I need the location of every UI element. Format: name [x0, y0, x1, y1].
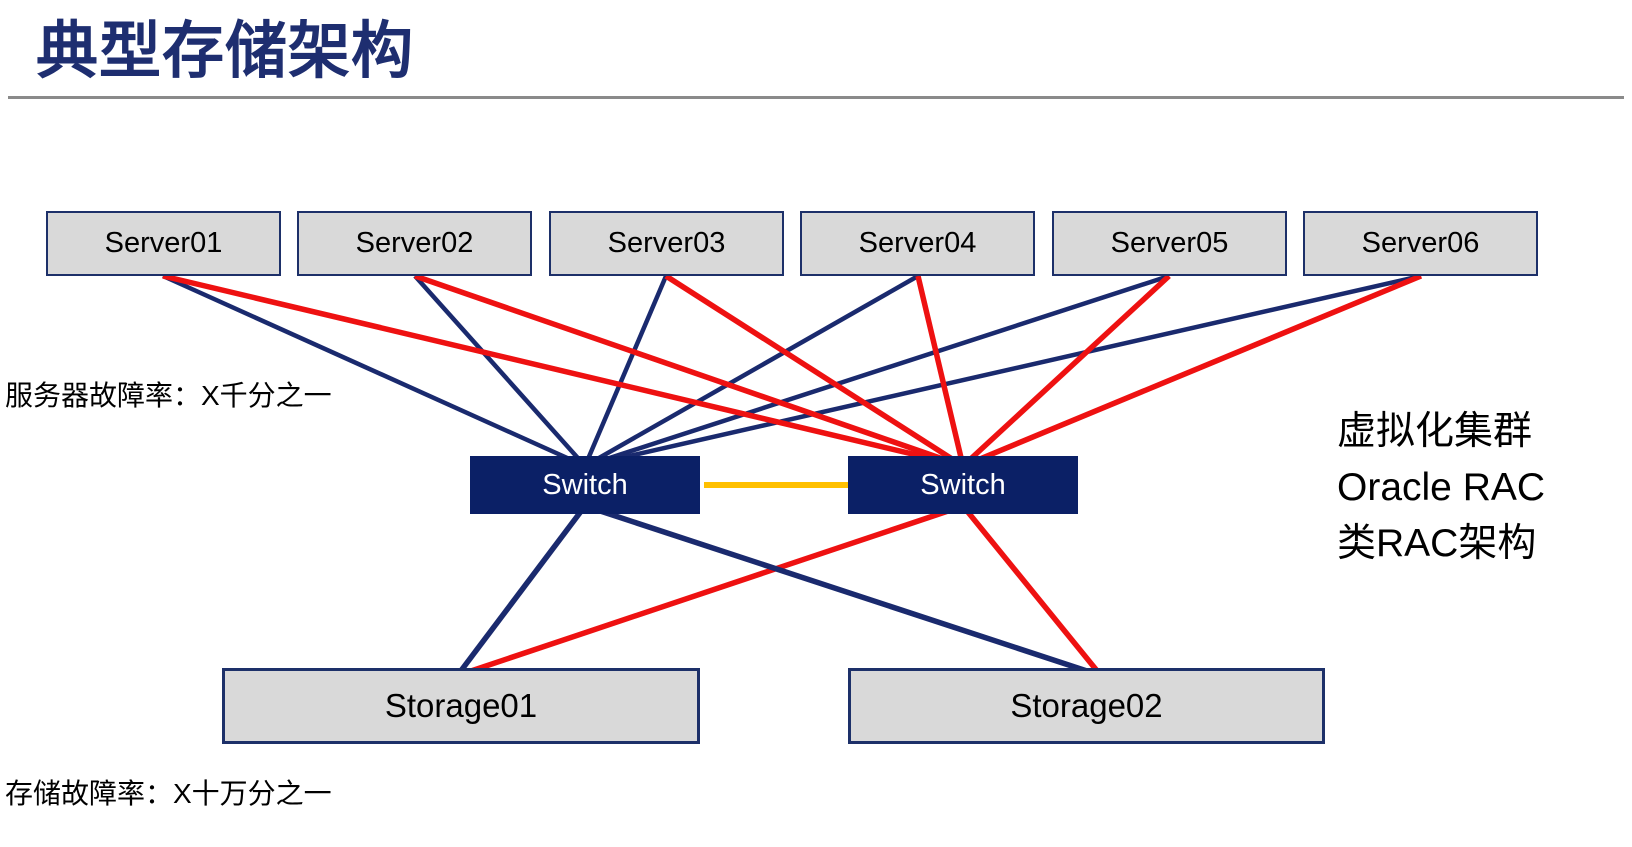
- link-switch-a-storage-0: [457, 504, 588, 674]
- server02-label: Server02: [355, 227, 474, 259]
- storage02-label: Storage02: [1010, 687, 1163, 724]
- link-server-3-switch-b: [915, 275, 966, 467]
- storage02-node: Storage02: [848, 668, 1325, 744]
- server02-node: Server02: [297, 211, 532, 276]
- slide-title: 典型存储架构: [36, 17, 415, 86]
- server03-node: Server03: [549, 211, 784, 276]
- link-server-3-switch-a: [583, 274, 920, 468]
- link-server-1-switch-b: [414, 273, 964, 469]
- link-switch-b-storage-0: [467, 503, 964, 675]
- server-failure-rate-label: 服务器故障率：X千分之一: [5, 380, 332, 411]
- server01-node: Server01: [46, 211, 281, 276]
- link-server-4-switch-b: [961, 273, 1171, 469]
- link-server-4-switch-a: [584, 273, 1170, 469]
- switch-a-node: Switch: [470, 456, 700, 514]
- switch-b-node: Switch: [848, 456, 1078, 514]
- link-server-0-switch-a: [162, 273, 586, 469]
- link-server-5-switch-b: [961, 273, 1423, 469]
- server05-node: Server05: [1052, 211, 1287, 276]
- link-server-0-switch-b: [162, 273, 964, 469]
- cluster-note: 虚拟化集群 Oracle RAC 类RAC架构: [1337, 404, 1545, 572]
- server06-node: Server06: [1303, 211, 1538, 276]
- storage01-node: Storage01: [222, 668, 700, 744]
- cluster-note-line-3: 类RAC架构: [1337, 522, 1537, 565]
- link-switch-a-storage-1: [584, 503, 1091, 675]
- link-server-5-switch-a: [584, 273, 1422, 469]
- switch-b-label: Switch: [920, 468, 1006, 501]
- server01-label: Server01: [104, 227, 223, 259]
- link-server-2-switch-b: [664, 273, 965, 469]
- storage01-label: Storage01: [384, 687, 538, 724]
- server03-label: Server03: [607, 227, 726, 259]
- server04-node: Server04: [800, 211, 1035, 276]
- cluster-note-line-1: 虚拟化集群: [1337, 410, 1533, 453]
- cluster-note-line-2: Oracle RAC: [1337, 466, 1546, 509]
- link-server-1-switch-a: [413, 274, 587, 468]
- switch-a-label: Switch: [542, 468, 628, 501]
- link-server-2-switch-a: [582, 275, 669, 467]
- storage-failure-rate-label: 存储故障率：X十万分之一: [5, 778, 332, 809]
- server06-label: Server06: [1361, 227, 1480, 259]
- title-divider: [8, 96, 1624, 99]
- server04-label: Server04: [858, 227, 977, 259]
- link-switch-b-storage-1: [960, 504, 1101, 674]
- server05-label: Server05: [1110, 227, 1229, 259]
